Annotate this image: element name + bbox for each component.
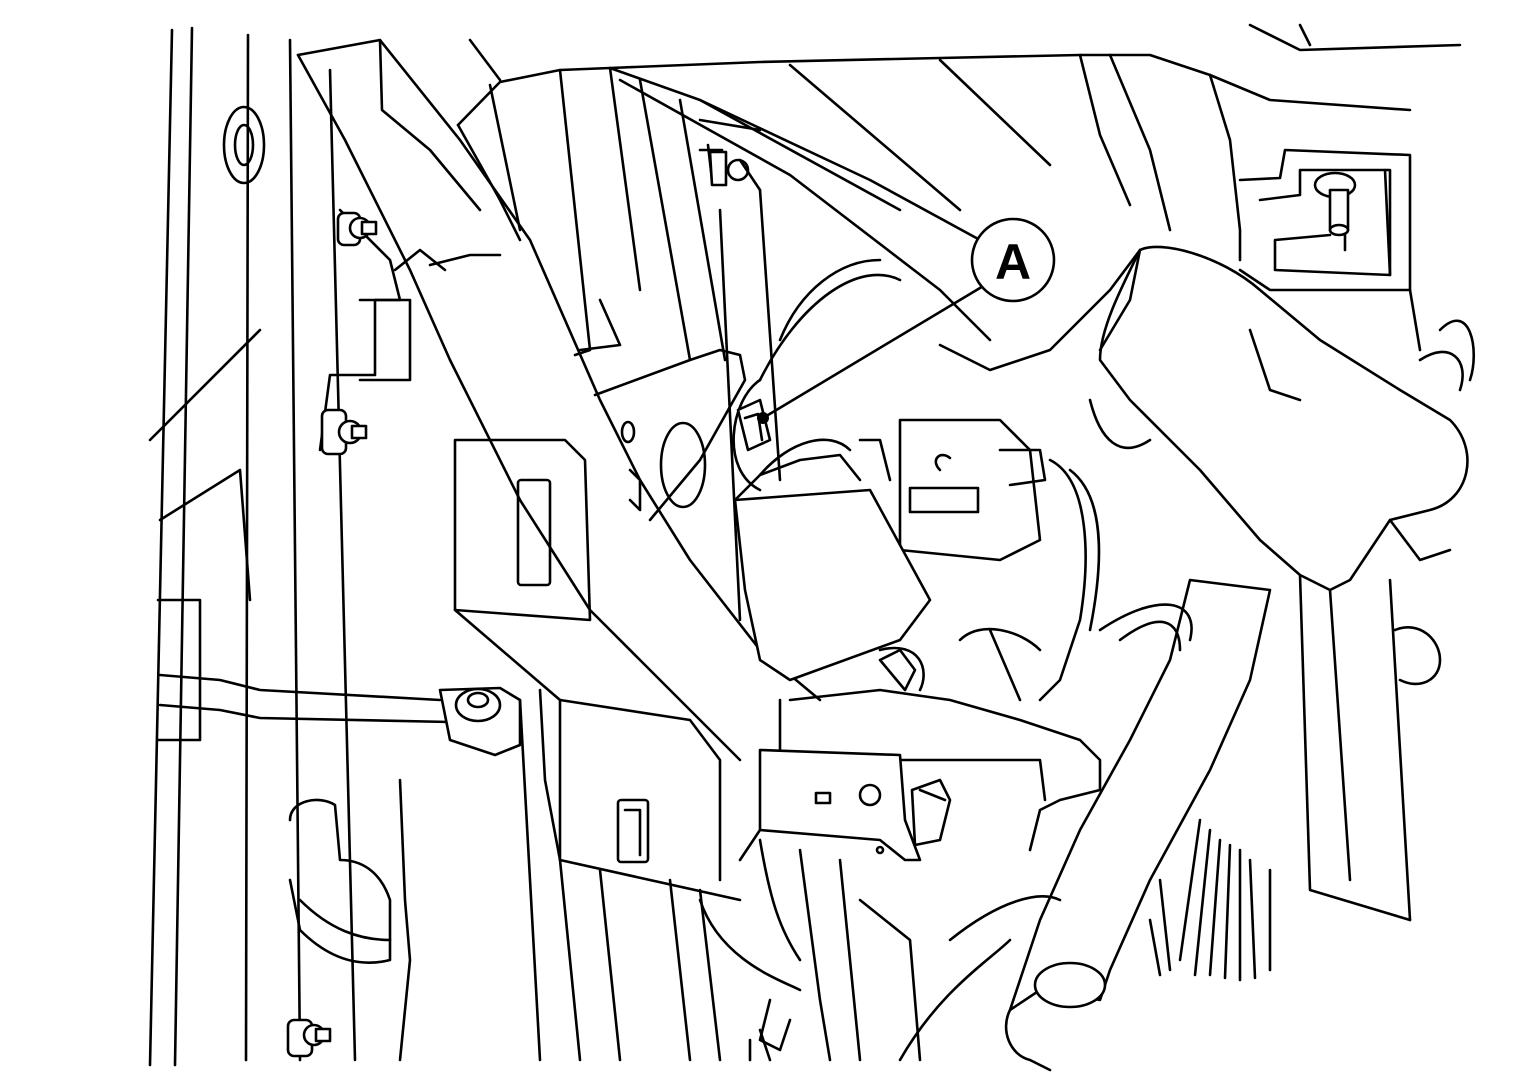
pillar-hole bbox=[222, 105, 266, 185]
cross-member-bracket bbox=[296, 38, 822, 902]
bolt-icon bbox=[320, 408, 368, 456]
connector-module bbox=[733, 398, 932, 682]
bolt-icon bbox=[1313, 171, 1357, 237]
callout-a: A bbox=[757, 217, 1056, 424]
lower-left-duct bbox=[288, 778, 412, 1062]
bracket-slot bbox=[516, 478, 552, 587]
lower-struts bbox=[518, 698, 722, 1062]
bracket-slot bbox=[616, 798, 650, 864]
callout-target-dot bbox=[757, 412, 769, 424]
harness-sleeve-upper bbox=[1098, 245, 1476, 592]
right-lower-panel bbox=[1298, 288, 1452, 922]
callout-circle bbox=[970, 217, 1056, 303]
wire-bundle bbox=[1148, 818, 1272, 982]
bolt-icon bbox=[286, 1018, 332, 1058]
right-mounting-plate bbox=[1238, 148, 1412, 292]
callout-label: A bbox=[995, 234, 1031, 290]
door-link-rod bbox=[156, 598, 522, 757]
instrument-panel-housing bbox=[456, 38, 982, 622]
bolt-icon bbox=[336, 211, 378, 247]
callout-leader-line bbox=[761, 283, 987, 420]
module-label bbox=[908, 486, 980, 514]
lower-bracket bbox=[738, 748, 952, 862]
bottom-hoses bbox=[698, 838, 1062, 1062]
upper-air-duct bbox=[608, 23, 1462, 372]
harness-sleeve-lower bbox=[1004, 578, 1272, 1072]
lower-duct bbox=[778, 627, 1102, 852]
left-body-pillar bbox=[148, 26, 357, 1067]
